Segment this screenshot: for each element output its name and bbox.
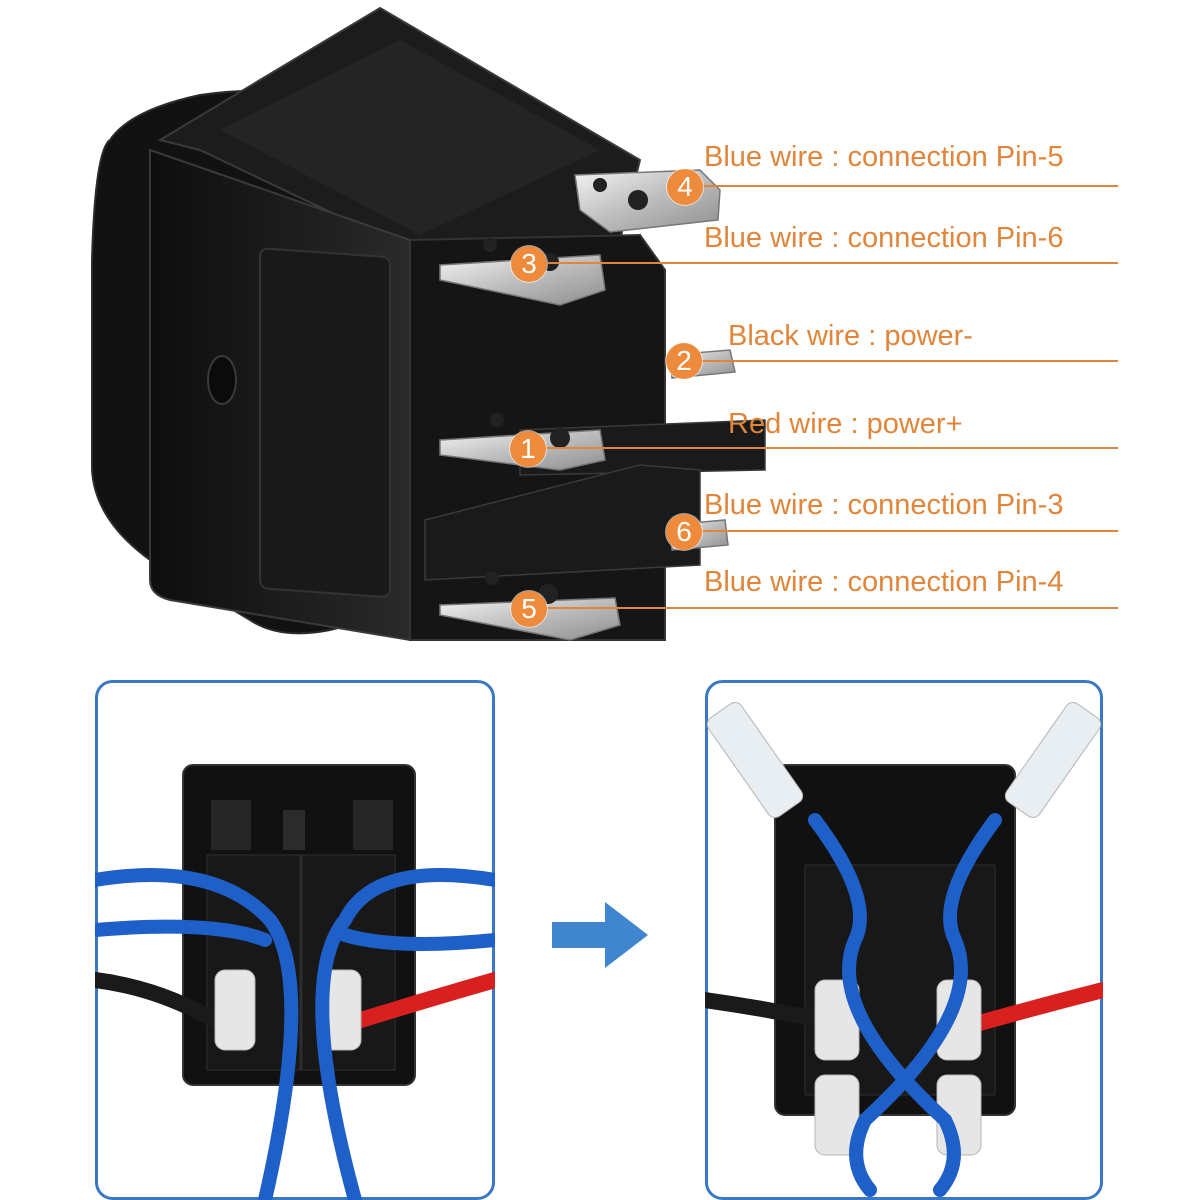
pin-badge-6: 6	[666, 514, 702, 550]
side-inset-panel	[259, 247, 391, 598]
pin-badge-3: 3	[511, 246, 547, 282]
pin-label-3: Blue wire : connection Pin-6	[704, 222, 1064, 254]
divider-plate-lower	[424, 464, 701, 581]
pin-label-2: Black wire : power-	[728, 320, 973, 352]
wired-switch-before-panel	[95, 680, 495, 1200]
housing-top-ridge	[220, 40, 600, 235]
pin-badge-1: 1	[510, 431, 546, 467]
pin-badge-5: 5	[511, 591, 547, 627]
pin-label-6: Blue wire : connection Pin-3	[704, 489, 1064, 521]
wired-switch-crossed-photo-icon	[705, 702, 1103, 1197]
pin-badge-2: 2	[666, 343, 702, 379]
pin-badge-4: 4	[667, 169, 703, 205]
pin-label-5: Blue wire : connection Pin-4	[704, 566, 1064, 598]
rocker-switch-illustration	[91, 6, 1118, 642]
right-arrow-icon	[552, 902, 648, 968]
pin-label-4: Blue wire : connection Pin-5	[704, 141, 1064, 173]
wired-switch-after-panel	[705, 680, 1103, 1200]
pin-label-1: Red wire : power+	[728, 408, 963, 440]
leader-lines	[545, 185, 1118, 609]
side-nub	[207, 355, 237, 405]
wired-switch-before-photo-icon	[95, 764, 495, 1200]
